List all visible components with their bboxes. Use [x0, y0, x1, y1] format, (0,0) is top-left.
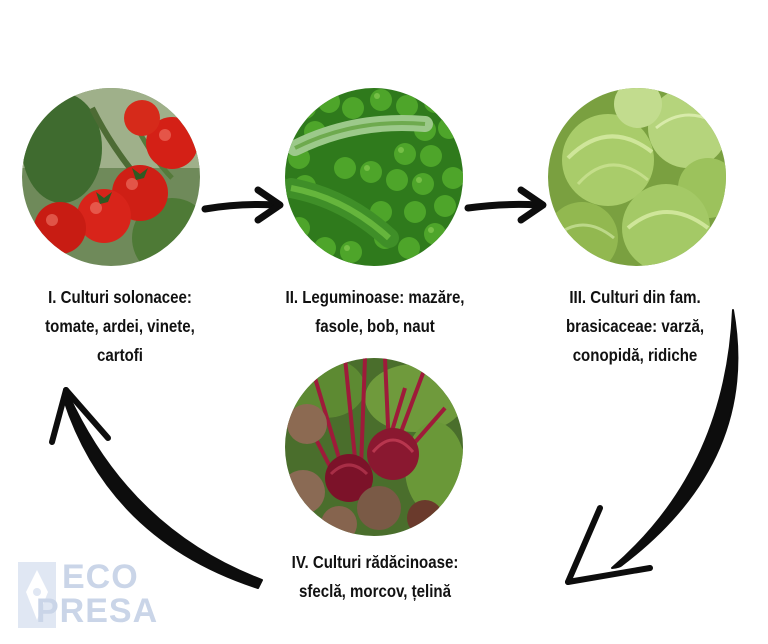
- label-line: cartofi: [96, 345, 143, 365]
- beetroot-icon: [285, 358, 463, 536]
- label-line: III. Culturi din fam.: [569, 287, 701, 307]
- ecopresa-logo: ECO PRESA: [18, 560, 158, 632]
- cabbage-icon: [548, 88, 726, 266]
- arrow-3-to-4: [565, 309, 739, 585]
- logo-text-eco: ECO: [62, 558, 139, 596]
- arrow-2-to-3: [464, 186, 547, 224]
- logo-text-presa: PRESA: [36, 592, 159, 630]
- label-line: IV. Culturi rădăcinoase:: [291, 552, 459, 572]
- label-line: tomate, ardei, vinete,: [45, 316, 195, 336]
- label-line: fasole, bob, naut: [315, 316, 435, 336]
- label-line: conopidă, ridiche: [572, 345, 698, 365]
- arrow-4-to-1: [49, 387, 263, 589]
- label-line: II. Leguminoase: mazăre,: [285, 287, 465, 307]
- arrow-1-to-2: [201, 186, 284, 224]
- cabbage-image: [548, 88, 726, 266]
- beetroot-image: [285, 358, 463, 536]
- label-line: brasicaceae: varză,: [565, 316, 705, 336]
- label-line: I. Culturi solonacee:: [48, 287, 192, 307]
- stage-label-solanaceae: I. Culturi solonacee: tomate, ardei, vin…: [25, 283, 214, 370]
- stage-label-brassicas: III. Culturi din fam. brasicaceae: varză…: [540, 283, 729, 370]
- stage-label-roots: IV. Culturi rădăcinoase: sfeclă, morcov,…: [263, 548, 487, 606]
- pen-nib-icon: [18, 562, 56, 628]
- label-line: sfeclă, morcov, țelină: [299, 581, 451, 601]
- stage-label-legumes: II. Leguminoase: mazăre, fasole, bob, na…: [268, 283, 483, 341]
